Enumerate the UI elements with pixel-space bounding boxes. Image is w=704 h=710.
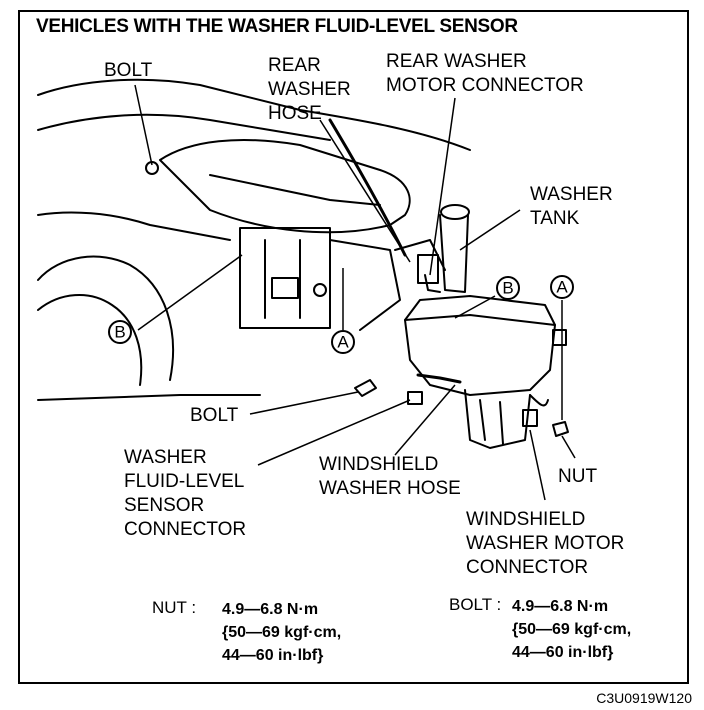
rear-washer-hose bbox=[328, 118, 407, 257]
lower-panel bbox=[37, 394, 261, 401]
wheel-arch-outer bbox=[37, 255, 174, 381]
housing-bolt bbox=[313, 283, 327, 297]
callout-b-right-circle bbox=[496, 276, 520, 300]
nut-spec-label: NUT : bbox=[152, 598, 197, 617]
bracket-left bbox=[329, 239, 401, 331]
windshield-motor-connector-shape bbox=[522, 409, 538, 427]
leader-rear-motor-connector bbox=[429, 97, 456, 276]
callout-b-left-circle bbox=[108, 320, 132, 344]
callout-a-right: A bbox=[556, 278, 568, 297]
callout-b-left: B bbox=[114, 323, 125, 342]
fender-outline bbox=[37, 78, 471, 151]
housing-detail bbox=[264, 239, 301, 319]
windshield-washer-hose-path bbox=[416, 373, 462, 384]
wheel-arch-inner bbox=[37, 294, 143, 386]
nut-spec-line3: 44—60 in·lbf} bbox=[222, 647, 324, 664]
leader-bolt-top bbox=[134, 84, 153, 166]
bolt-spec-label: BOLT : bbox=[449, 595, 502, 614]
rear-washer-motor bbox=[417, 254, 439, 284]
leader-sensor-connector bbox=[257, 399, 411, 466]
washer-tank-body bbox=[404, 295, 556, 396]
leader-callout-b-left bbox=[137, 254, 243, 331]
callout-a-left-circle bbox=[331, 330, 355, 354]
washer-tank-top bbox=[404, 314, 556, 326]
callout-a-left: A bbox=[337, 333, 349, 352]
leader-washer-tank bbox=[459, 209, 521, 251]
inner-panel bbox=[37, 211, 231, 241]
nut-shape bbox=[552, 421, 569, 437]
label-nut: NUT bbox=[558, 466, 598, 487]
washer-tank-cap bbox=[440, 204, 470, 220]
nut-spec-line1: 4.9—6.8 N·m bbox=[222, 601, 319, 618]
leader-bolt-bottom bbox=[249, 391, 359, 415]
windshield-pump bbox=[479, 399, 504, 445]
label-windshield-washer-motor-connector: WINDSHIELD WASHER MOTOR CONNECTOR bbox=[466, 509, 625, 578]
washer-tank-neck bbox=[439, 214, 469, 293]
leader-windshield-hose bbox=[394, 384, 456, 456]
leader-windshield-motor-connector bbox=[529, 429, 546, 501]
label-windshield-washer-hose: WINDSHIELD WASHER HOSE bbox=[319, 454, 461, 499]
label-rear-washer-hose: REAR WASHER HOSE bbox=[268, 55, 351, 124]
connector-wire bbox=[529, 394, 549, 407]
headlamp-inner bbox=[209, 174, 381, 206]
figure-frame bbox=[18, 10, 689, 684]
figure-code: C3U0919W120 bbox=[596, 690, 692, 706]
leader-nut bbox=[561, 435, 576, 459]
leader-callout-b-right bbox=[454, 295, 496, 319]
sensor-connector-shape bbox=[407, 391, 423, 405]
rear-motor-connector bbox=[424, 274, 441, 293]
headlamp-housing bbox=[239, 227, 331, 329]
callout-a-right-circle bbox=[550, 275, 574, 299]
bolt-bottom-shape bbox=[354, 379, 377, 397]
housing-connector bbox=[271, 277, 299, 299]
callout-b-right: B bbox=[502, 279, 513, 298]
bolt-spec-line1: 4.9—6.8 N·m bbox=[512, 598, 609, 615]
leader-rear-washer-hose bbox=[319, 119, 411, 263]
bolt-spec-line3: 44—60 in·lbf} bbox=[512, 644, 614, 661]
label-rear-washer-motor-connector: REAR WASHER MOTOR CONNECTOR bbox=[386, 51, 584, 96]
hood-edge bbox=[37, 113, 331, 141]
bolt-spec-line2: {50—69 kgf·cm, bbox=[512, 621, 632, 638]
label-bolt-bottom: BOLT bbox=[190, 405, 239, 426]
nut-spec-line2: {50—69 kgf·cm, bbox=[222, 624, 342, 641]
figure-title: VEHICLES WITH THE WASHER FLUID-LEVEL SEN… bbox=[36, 16, 518, 37]
headlamp-outline bbox=[159, 139, 411, 234]
label-bolt-top: BOLT bbox=[104, 60, 153, 81]
label-washer-fluid-level-sensor-connector: WASHER FLUID-LEVEL SENSOR CONNECTOR bbox=[124, 447, 247, 540]
label-washer-tank: WASHER TANK bbox=[530, 184, 613, 229]
washer-tank-lower bbox=[464, 389, 531, 449]
bracket-right bbox=[394, 239, 446, 271]
